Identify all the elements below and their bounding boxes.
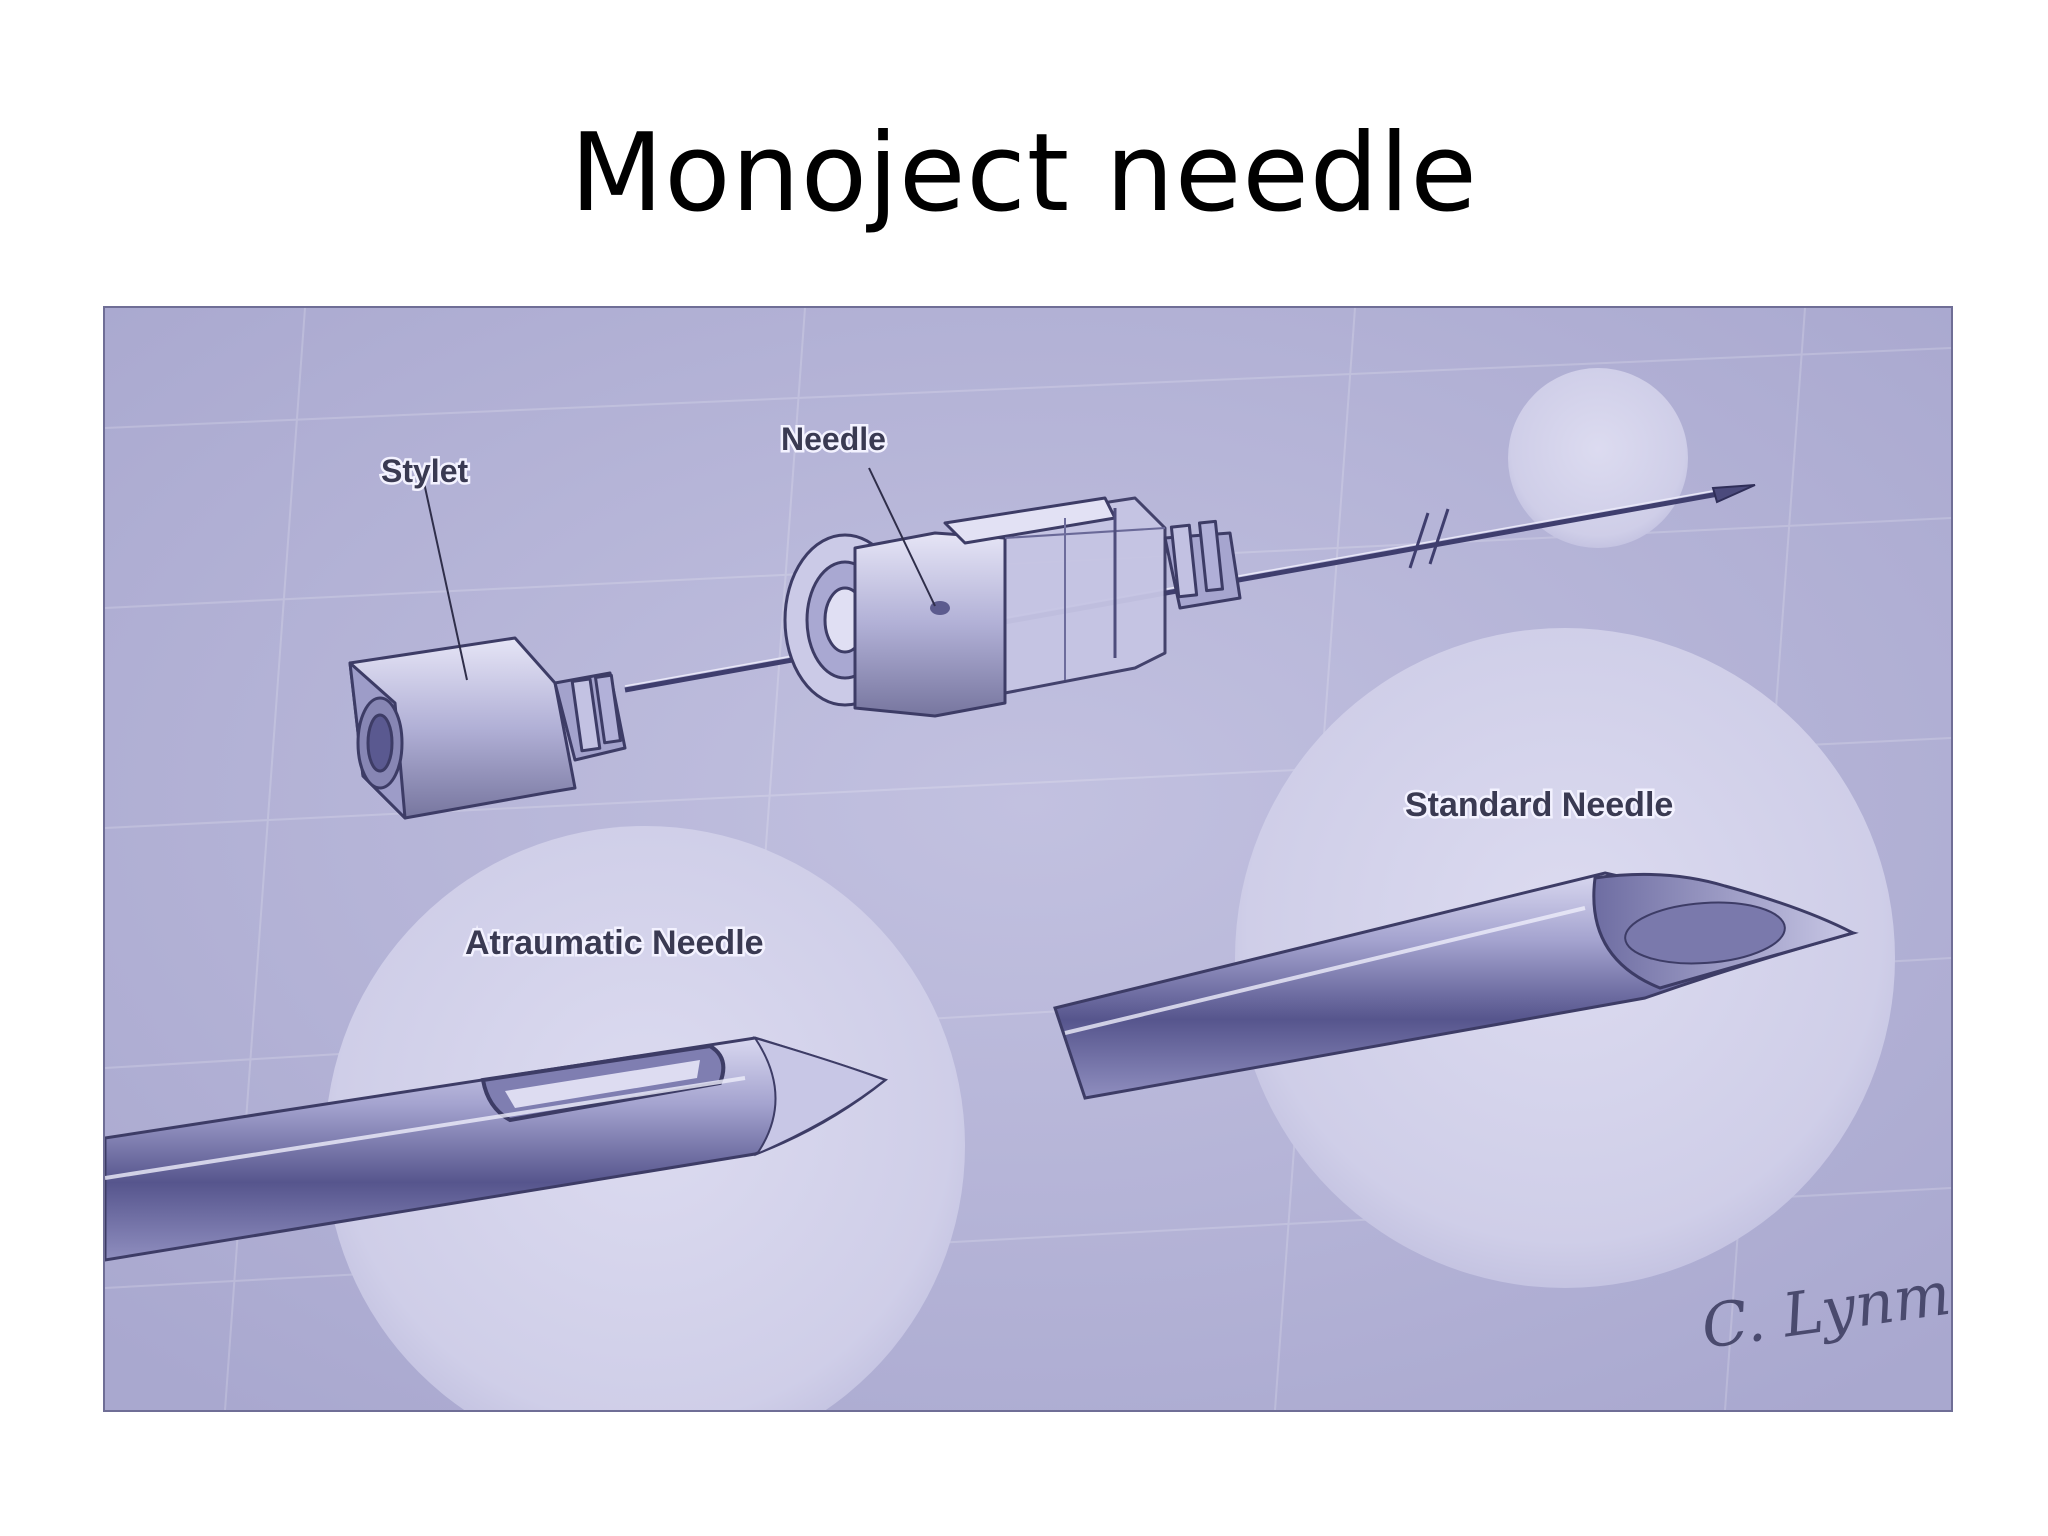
needle-hub <box>783 496 1242 718</box>
needle-leader-line <box>868 467 936 607</box>
atraumatic-needle-label: Atraumatic Needle <box>465 924 764 962</box>
needle-label: Needle <box>781 421 886 457</box>
needle-illustration: Stylet Needle Atraumatic Needle Standard… <box>103 306 1953 1412</box>
stylet-hub <box>348 636 627 820</box>
illustration-canvas: Stylet Needle Atraumatic Needle Standard… <box>105 308 1951 1410</box>
stylet-label: Stylet <box>381 453 468 489</box>
standard-needle-tip <box>1053 871 1859 1100</box>
stylet-leader-line <box>422 477 468 681</box>
tip-lens-circle <box>1508 368 1688 548</box>
standard-needle-label: Standard Needle <box>1405 786 1673 824</box>
atraumatic-needle-tip <box>105 1036 889 1262</box>
slide-title: Monoject needle <box>570 111 1478 236</box>
